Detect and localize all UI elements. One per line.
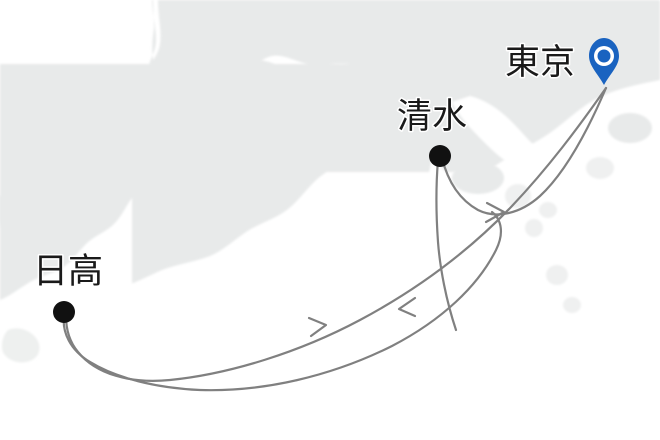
islet-d (525, 219, 543, 237)
port-labels-group: 東京 清水 日高 (32, 42, 577, 294)
port-label-shimizu: 清水 (397, 97, 467, 137)
land-fragment-left2 (1, 328, 40, 363)
coastline-details (0, 96, 652, 363)
land-central (0, 64, 660, 330)
marker-dot-shimizu[interactable] (429, 145, 451, 167)
islet-h (608, 113, 652, 143)
port-markers-group (53, 38, 619, 323)
islet-e (546, 265, 568, 285)
islet-f (563, 297, 581, 313)
arrow-outbound-west (397, 296, 417, 318)
islet-g (586, 157, 614, 179)
marker-dot-hidaka[interactable] (53, 301, 75, 323)
route-path-return (62, 210, 502, 392)
marker-pin-tokyo[interactable] (589, 38, 619, 85)
bay-sagami (452, 96, 610, 196)
islet-b (505, 184, 531, 208)
islet-c (539, 202, 557, 218)
islet-a (452, 162, 504, 194)
bay-suruga (422, 158, 461, 233)
route-path-shimizu-tokyo (440, 86, 608, 216)
land-fragment-left (0, 193, 38, 234)
arrow-return-east (307, 316, 328, 338)
port-label-tokyo: 東京 (505, 43, 575, 83)
route-lines-group (62, 86, 608, 392)
route-arrows-group (307, 201, 506, 338)
port-label-hidaka: 日高 (33, 252, 103, 292)
pin-inner-dot-icon (597, 49, 611, 63)
route-path-shimizu-tail (435, 158, 458, 332)
arrow-shimizu-tokyo (484, 201, 506, 224)
